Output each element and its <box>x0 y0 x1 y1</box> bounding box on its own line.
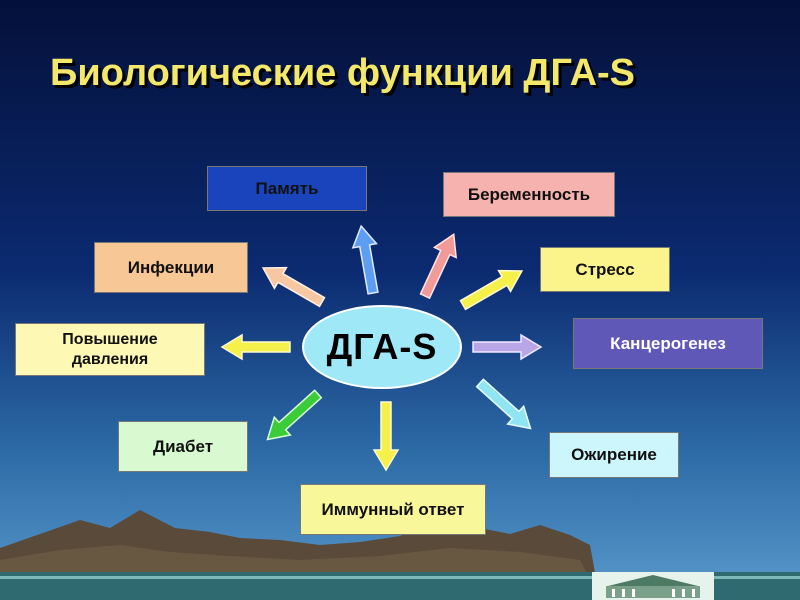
arrow-diabetes <box>266 389 323 441</box>
node-stress: Стресс <box>540 247 670 292</box>
center-node-dhea-s: ДГА-S <box>302 305 462 389</box>
arrow-immune <box>372 401 400 472</box>
node-obesity: Ожирение <box>549 432 679 478</box>
node-infections: Инфекции <box>94 242 248 293</box>
arrow-carcinogenesis <box>472 333 543 361</box>
node-pregnancy: Беременность <box>443 172 615 217</box>
arrow-obesity <box>475 378 532 430</box>
node-carcinogenesis: Канцерогенез <box>573 318 763 369</box>
node-memory: Память <box>207 166 367 211</box>
node-immune-response: Иммунный ответ <box>300 484 486 535</box>
node-pressure: Повышение давления <box>15 323 205 376</box>
arrow-pressure <box>220 333 291 361</box>
arrow-memory <box>351 224 379 295</box>
arrow-pregnancy <box>419 233 458 300</box>
arrow-stress <box>459 269 524 311</box>
node-diabetes: Диабет <box>118 421 248 472</box>
building-picture <box>592 572 714 600</box>
arrow-infections <box>261 266 326 308</box>
slide-title: Биологические функции ДГА-S <box>50 52 636 94</box>
